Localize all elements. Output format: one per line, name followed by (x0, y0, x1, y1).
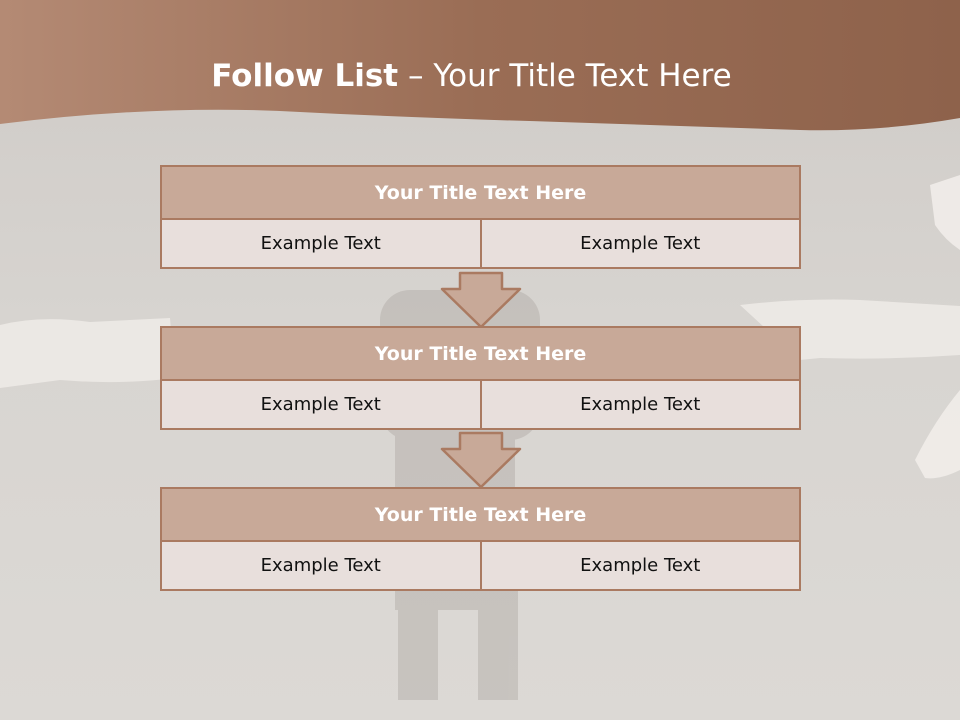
step-block-1: Your Title Text Here Example Text Exampl… (160, 165, 801, 269)
brush-stroke-right-top (930, 175, 960, 250)
title-rest: – Your Title Text Here (398, 58, 732, 94)
step-cell-left: Example Text (260, 555, 381, 576)
step-block-3: Your Title Text Here Example Text Exampl… (160, 487, 801, 591)
step-title: Your Title Text Here (160, 487, 801, 542)
title-bold: Follow List (211, 58, 399, 94)
step-cell-left: Example Text (260, 233, 381, 254)
down-arrow-1 (440, 271, 522, 329)
header-band (0, 0, 960, 131)
down-arrow-2 (440, 431, 522, 489)
step-row: Example Text Example Text (160, 381, 801, 430)
step-row: Example Text Example Text (160, 542, 801, 591)
step-cell-right: Example Text (479, 542, 800, 589)
step-block-2: Your Title Text Here Example Text Exampl… (160, 326, 801, 430)
slide-title: Follow List – Your Title Text Here (0, 54, 943, 98)
brush-stroke-right-bottom (915, 390, 960, 479)
brush-stroke-left (0, 318, 175, 388)
step-row: Example Text Example Text (160, 220, 801, 269)
step-cell-right: Example Text (479, 220, 800, 267)
step-cell-left: Example Text (260, 394, 381, 415)
step-title: Your Title Text Here (160, 165, 801, 220)
step-cell-right: Example Text (479, 381, 800, 428)
step-title: Your Title Text Here (160, 326, 801, 381)
